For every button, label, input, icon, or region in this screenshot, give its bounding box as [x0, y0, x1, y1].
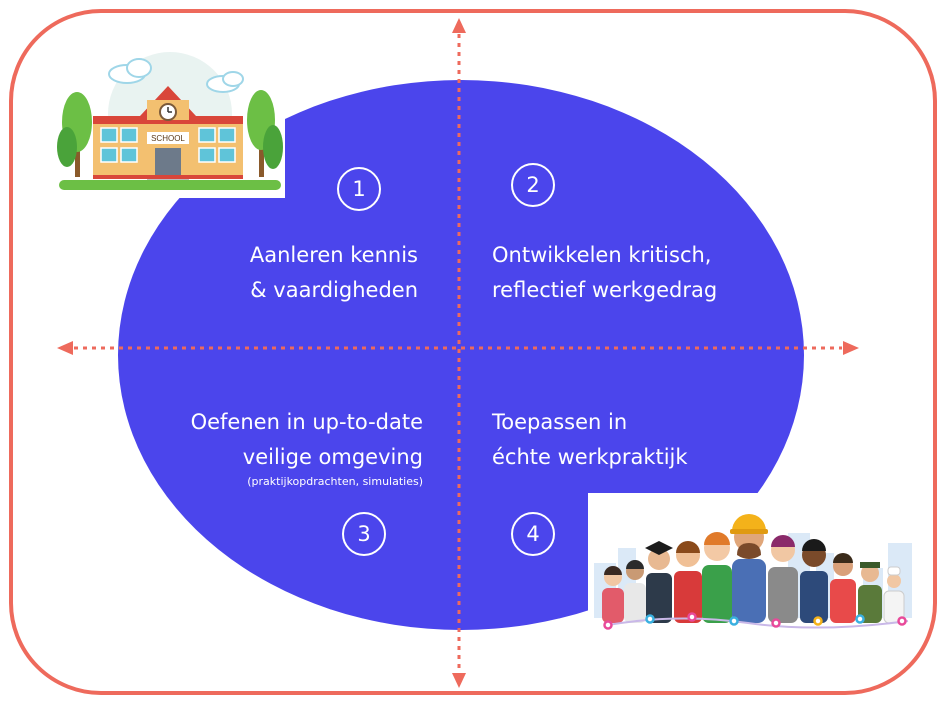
quadrant-3-line-1: Oefenen in up-to-date — [190, 410, 423, 434]
quadrant-3-label: Oefenen in up-to-date veilige omgeving (… — [191, 405, 423, 489]
svg-text:SCHOOL: SCHOOL — [151, 134, 185, 143]
arrow-up-icon — [452, 18, 466, 33]
quadrant-2-line-2: reflectief werkgedrag — [492, 278, 718, 302]
quadrant-1-number: 1 — [337, 167, 381, 211]
quadrant-2-label: Ontwikkelen kritisch, reflectief werkged… — [492, 238, 717, 308]
quadrant-3-number: 3 — [342, 512, 386, 556]
quadrant-2-number: 2 — [511, 163, 555, 207]
quadrant-1-line-1: Aanleren kennis — [249, 243, 418, 267]
arrow-down-icon — [452, 673, 466, 688]
school-illustration: SCHOOL — [55, 52, 285, 198]
quadrant-4-number: 4 — [511, 512, 555, 556]
quadrant-1-label: Aanleren kennis & vaardigheden — [250, 238, 418, 308]
quadrant-4-line-2: échte werkpraktijk — [492, 445, 688, 469]
professionals-group-icon — [588, 493, 923, 638]
quadrant-2-line-1: Ontwikkelen kritisch, — [492, 243, 712, 267]
arrow-right-icon — [843, 341, 859, 355]
rounded-frame — [9, 9, 937, 695]
professionals-illustration — [588, 493, 923, 638]
quadrant-3-note: (praktijkopdrachten, simulaties) — [247, 475, 423, 488]
quadrant-4-label: Toepassen in échte werkpraktijk — [492, 405, 688, 475]
quadrant-4-line-1: Toepassen in — [492, 410, 628, 434]
quadrant-3-line-2: veilige omgeving — [242, 445, 423, 469]
arrow-left-icon — [57, 341, 73, 355]
school-building-icon: SCHOOL — [55, 52, 285, 198]
quadrant-1-line-2: & vaardigheden — [250, 278, 418, 302]
